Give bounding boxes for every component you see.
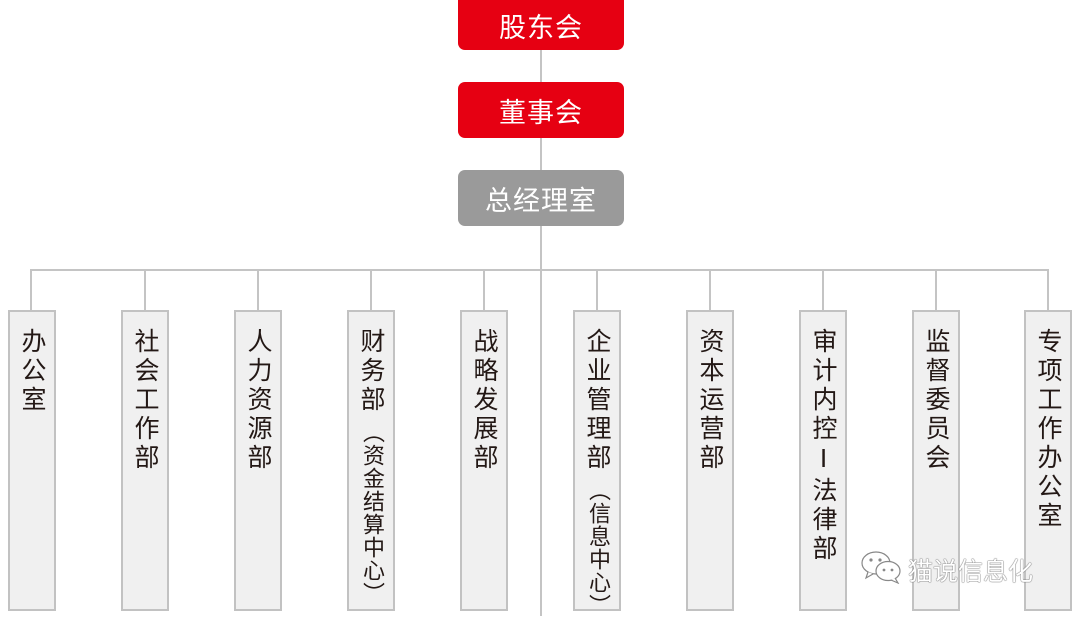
trunk-line [540, 50, 542, 616]
dept-label: 专项工作办公室 [1034, 328, 1063, 531]
drop-line [935, 270, 937, 310]
dept-sublabel: （信息中心） [585, 479, 610, 617]
dept-label: 监督委员会 [922, 328, 951, 473]
dept-label: 企业管理部 [583, 328, 612, 473]
watermark-text: 猫说信息化 [908, 557, 1034, 586]
gm-office-label: 总经理室 [485, 185, 597, 217]
drop-line [822, 270, 824, 310]
drop-line [370, 270, 372, 310]
drop-line [257, 270, 259, 310]
shareholders-node: 股东会 [458, 0, 624, 50]
dept-enterprise-mgmt: 企业管理部 （信息中心） [573, 310, 621, 617]
dept-label: 社会工作部 [131, 328, 160, 473]
dept-sublabel: （资金结算中心） [359, 421, 384, 605]
dept-finance: 财务部 （资金结算中心） [347, 310, 395, 611]
drop-line [709, 270, 711, 310]
board-node: 董事会 [458, 82, 624, 138]
drop-line [483, 270, 485, 310]
dept-label: 财务部 [357, 328, 386, 415]
wechat-icon [860, 550, 904, 590]
dept-capital-ops: 资本运营部 [686, 310, 734, 611]
dept-label: 人力资源部 [244, 328, 273, 473]
dept-label: 战略发展部 [470, 328, 499, 473]
dept-special-projects: 专项工作办公室 [1024, 310, 1072, 611]
dept-strategy: 战略发展部 [460, 310, 508, 611]
dept-social-work: 社会工作部 [121, 310, 169, 611]
dept-label: 办公室 [18, 328, 47, 415]
board-label: 董事会 [499, 97, 583, 129]
shareholders-label: 股东会 [499, 12, 583, 44]
branch-bus-line [30, 269, 1049, 271]
drop-line [1047, 270, 1049, 310]
dept-office: 办公室 [8, 310, 56, 611]
dept-supervisory: 监督委员会 [912, 310, 960, 611]
dept-audit-legal: 审计内控I法律部 [799, 310, 847, 611]
dept-label: 资本运营部 [696, 328, 725, 473]
drop-line [596, 270, 598, 310]
drop-line [144, 270, 146, 310]
watermark: 猫说信息化 [860, 550, 1033, 590]
dept-hr: 人力资源部 [234, 310, 282, 611]
drop-line [30, 270, 32, 310]
gm-office-node: 总经理室 [458, 170, 624, 226]
dept-label: 审计内控I法律部 [809, 328, 838, 564]
